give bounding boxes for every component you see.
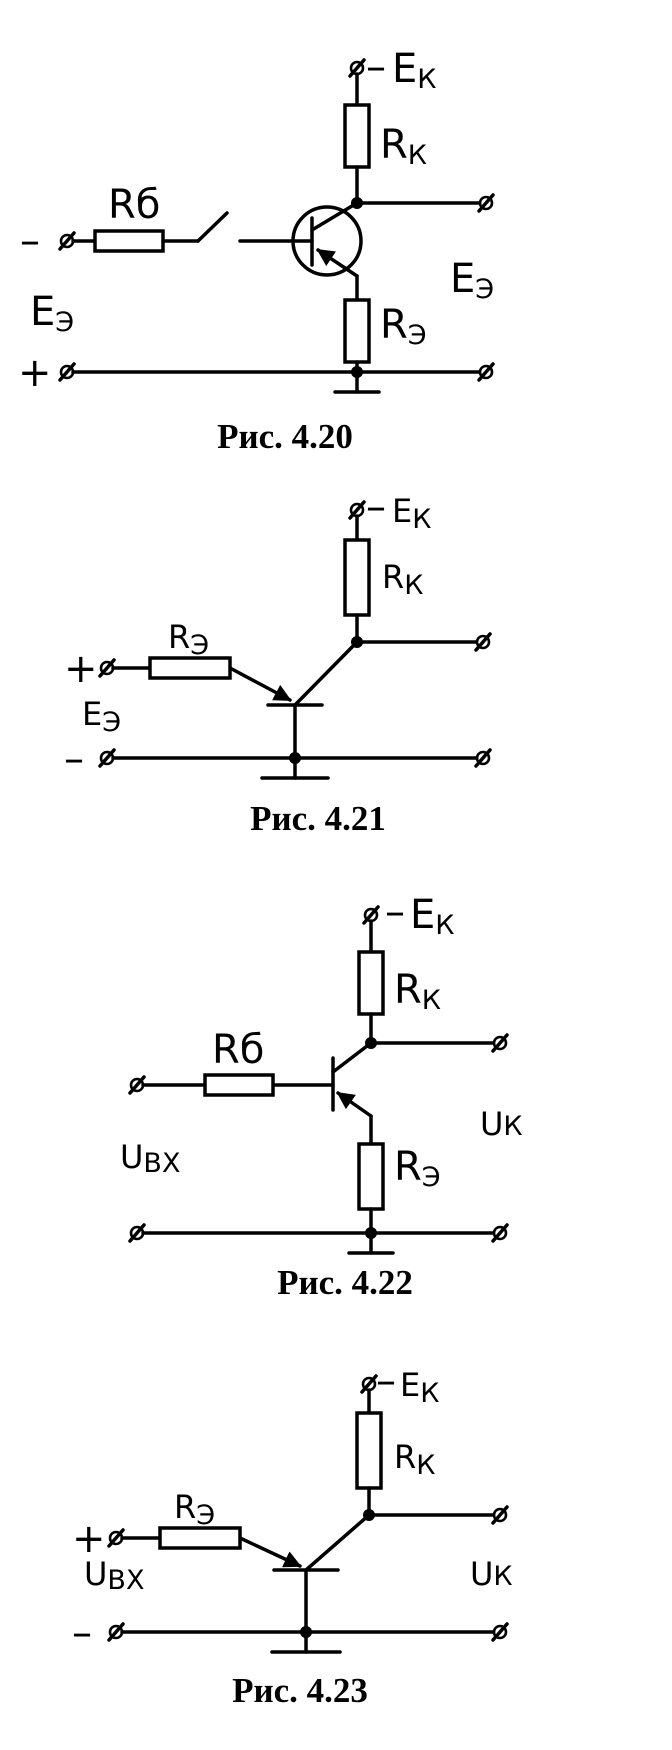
supply-label: EК (392, 492, 431, 535)
base-resistor (93, 229, 165, 253)
rb-label: Rб (108, 182, 160, 228)
collector-resistor (357, 950, 385, 1016)
output-terminal-top (491, 1033, 509, 1053)
figure-caption: Рис. 4.22 (277, 1263, 413, 1302)
rk-label: RК (394, 967, 441, 1016)
figure-caption: Рис. 4.21 (250, 799, 386, 838)
ground-symbol (270, 1630, 342, 1654)
output-terminal-bottom (474, 748, 492, 768)
ground-symbol (347, 1231, 395, 1255)
collector-resistor (343, 538, 371, 617)
input-terminal-top (107, 1528, 125, 1548)
input-bottom-sign: + (18, 350, 52, 396)
input-bottom-sign: – (72, 1610, 92, 1656)
emitter-resistor (148, 656, 232, 680)
input-label: UВХ (84, 1555, 144, 1596)
supply-sign: – (385, 889, 405, 935)
output-label: UК (480, 1105, 523, 1143)
supply-label: EК (410, 892, 454, 941)
output-terminal-top (477, 193, 495, 213)
output-terminal-top (474, 632, 492, 652)
rb-label: Rб (212, 1027, 264, 1073)
figure-4-23: – EК RК RЭ UВХ UК + – Рис. 4.23 (72, 1358, 513, 1710)
rk-label: RК (382, 558, 423, 601)
supply-terminal (348, 58, 366, 78)
emitter-resistor (343, 298, 371, 364)
input-label: EЭ (82, 695, 121, 738)
output-terminal-bottom (491, 1223, 509, 1243)
input-label: EЭ (30, 289, 74, 338)
re-label: RЭ (174, 1488, 215, 1531)
supply-terminal (348, 500, 366, 520)
input-top-sign: + (72, 1516, 106, 1562)
input-terminal-bottom (58, 362, 76, 382)
switch (196, 211, 229, 243)
transistor (331, 1041, 373, 1118)
supply-sign: – (366, 484, 386, 530)
emitter-resistor (158, 1526, 242, 1550)
input-top-sign: + (64, 646, 98, 692)
input-terminal-top (128, 1075, 146, 1095)
output-label: EЭ (450, 256, 494, 305)
output-terminal-bottom (491, 1622, 509, 1642)
re-label: RЭ (394, 1144, 441, 1193)
figure-4-22: – EК RК Rб RЭ UВХ UК Рис. 4.22 (120, 889, 523, 1302)
ground-symbol (333, 370, 381, 394)
figure-4-21: – EК RК RЭ EЭ + – Рис. 4.21 (64, 484, 492, 838)
figure-caption: Рис. 4.20 (217, 417, 353, 456)
input-bottom-sign: – (64, 736, 84, 782)
supply-label: EК (392, 46, 436, 95)
supply-sign: – (376, 1358, 396, 1404)
figure-4-20: – EК RК Rб RЭ EЭ EЭ – + Рис. 4.20 (18, 44, 495, 456)
input-terminal-bottom (107, 1622, 125, 1642)
transistor (238, 1513, 371, 1572)
input-label: UВХ (120, 1138, 180, 1179)
rk-label: RК (394, 1438, 435, 1481)
re-label: RЭ (168, 618, 209, 661)
input-top-sign: – (20, 218, 40, 264)
collector-resistor (343, 103, 371, 169)
collector-resistor (355, 1411, 383, 1490)
re-label: RЭ (380, 302, 427, 351)
supply-label: EК (400, 1366, 439, 1409)
ground-symbol (260, 756, 330, 780)
supply-sign: – (366, 44, 386, 90)
base-resistor (203, 1073, 275, 1097)
output-terminal-bottom (477, 362, 495, 382)
transistor (228, 640, 359, 707)
output-terminal-top (491, 1505, 509, 1525)
figure-caption: Рис. 4.23 (232, 1671, 368, 1710)
output-label: UК (470, 1555, 513, 1593)
emitter-resistor (357, 1142, 385, 1211)
rk-label: RК (380, 122, 427, 171)
